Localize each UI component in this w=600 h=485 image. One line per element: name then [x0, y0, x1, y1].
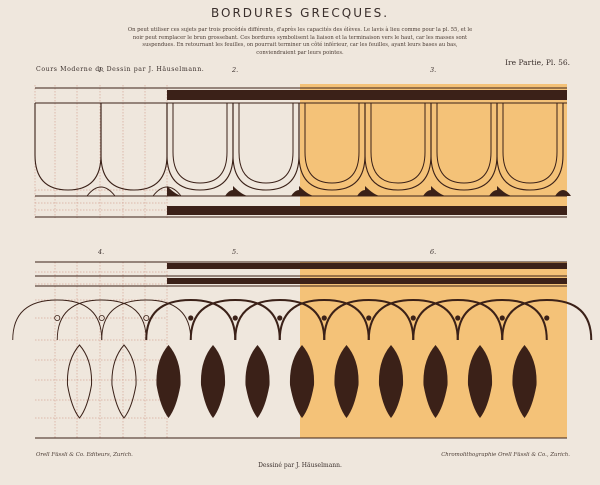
- dot-outline: [98, 314, 105, 321]
- dot-outline: [54, 314, 61, 321]
- scallop-outer: [496, 103, 564, 191]
- leaf: [289, 345, 315, 418]
- scallop-inner: [238, 103, 294, 184]
- arc: [12, 299, 103, 341]
- scallop-dart: [365, 186, 381, 196]
- arc: [278, 298, 370, 341]
- scallop-dart-outline: [86, 186, 116, 197]
- dot: [366, 315, 372, 321]
- scallop-outer: [430, 103, 498, 191]
- part-label: Ire Partie, Pl. 56.: [505, 58, 570, 67]
- scallop-inner: [502, 103, 558, 184]
- leaf: [423, 345, 448, 418]
- scallop-outer: [298, 103, 366, 191]
- scallop-dart: [167, 186, 183, 196]
- scallop-inner: [304, 103, 360, 184]
- figure-number-6: 6.: [430, 248, 437, 256]
- leaf: [200, 345, 226, 418]
- dot: [277, 315, 283, 321]
- dot-outline: [143, 314, 150, 321]
- figure-number-4: 4.: [98, 248, 105, 256]
- arc: [234, 298, 326, 341]
- course-title: Cours Moderne de Dessin par J. Häuselman…: [36, 66, 205, 73]
- arc: [101, 299, 192, 341]
- leaf: [512, 345, 537, 418]
- scallop-outer: [166, 103, 234, 191]
- dot: [410, 315, 416, 321]
- intro-line: On peut utiliser ces sujets par trois pr…: [127, 27, 473, 33]
- bottom-band: [167, 206, 567, 215]
- scallop-dart: [233, 186, 249, 196]
- footer-publisher: Orell Füssli & Co. Editeurs, Zurich.: [36, 452, 133, 458]
- top-band: [167, 90, 567, 100]
- arc: [323, 298, 415, 341]
- arc: [145, 298, 237, 341]
- leaf: [156, 345, 181, 418]
- leaf: [467, 345, 493, 418]
- intro-text: On peut utiliser ces sujets par trois pr…: [110, 27, 490, 57]
- figure-number-2: 2.: [232, 66, 239, 74]
- leaf-outline: [66, 344, 93, 419]
- dot: [188, 315, 194, 321]
- scallop-inner: [436, 103, 492, 184]
- scallop-inner: [172, 103, 228, 184]
- leaf: [334, 345, 359, 418]
- leaf: [245, 345, 270, 418]
- arc: [189, 298, 281, 341]
- arc: [56, 299, 147, 341]
- leaf-outline: [111, 344, 137, 419]
- figure-number-3: 3.: [430, 66, 437, 74]
- arc: [501, 298, 593, 341]
- dot: [321, 315, 327, 321]
- scallop-outer: [34, 103, 102, 191]
- arc: [412, 298, 504, 341]
- dot: [232, 315, 238, 321]
- dot: [455, 315, 461, 321]
- scallop-dart: [555, 190, 571, 196]
- arc: [367, 298, 459, 341]
- leaf: [378, 345, 404, 418]
- figure-number-5: 5.: [232, 248, 239, 256]
- scallop-outer: [232, 103, 300, 191]
- top-band: [167, 263, 567, 269]
- intro-line: suspendues. En retournant les feuilles, …: [142, 42, 458, 49]
- scallop-outer: [364, 103, 432, 191]
- scallop-outer: [100, 103, 168, 191]
- footer-credit: Dessiné par J. Häuselmann.: [258, 462, 342, 469]
- scallop-inner: [370, 103, 426, 184]
- dot: [544, 315, 550, 321]
- figure-number-1: 1.: [98, 66, 105, 74]
- plate-title: BORDURES GRECQUES.: [210, 6, 390, 20]
- arc: [456, 298, 548, 341]
- scallop-dart: [299, 186, 315, 196]
- top-band: [167, 278, 567, 284]
- scallop-dart: [497, 186, 513, 196]
- intro-line: conviendraient par leurs pointes.: [256, 49, 344, 56]
- scallop-dart: [431, 186, 447, 196]
- intro-line: noir peut remplacer le brun grossebant. …: [132, 34, 468, 41]
- dot: [499, 315, 505, 321]
- footer-printer: Chromolithographie Orell Füssli & Co., Z…: [441, 452, 570, 458]
